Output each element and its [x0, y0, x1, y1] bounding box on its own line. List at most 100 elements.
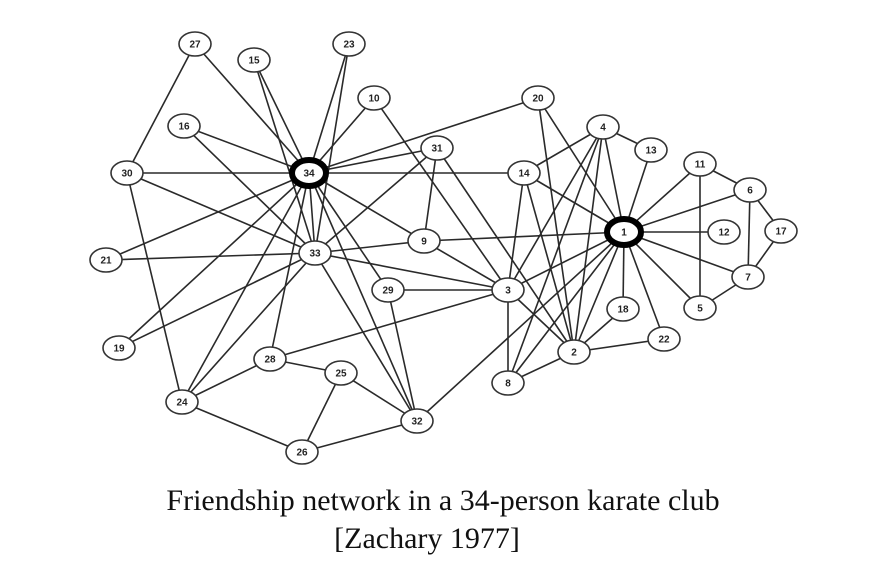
edge-24-26: [181, 401, 303, 453]
edge-2-4: [573, 126, 604, 353]
node-label: 31: [431, 144, 443, 155]
node-label: 6: [747, 186, 753, 197]
edge-9-33: [314, 240, 425, 254]
node-4: 4: [586, 114, 620, 140]
node-3: 3: [491, 277, 525, 303]
edge-3-28: [269, 289, 509, 360]
edge-25-26: [301, 372, 342, 453]
edge-9-34: [308, 172, 425, 242]
node-circle: [167, 113, 201, 139]
node-28: 28: [253, 346, 287, 372]
edge-1-3: [507, 231, 625, 291]
node-circle: [707, 219, 741, 245]
node-circle: [371, 277, 405, 303]
node-circle: [606, 296, 640, 322]
edge-27-34: [194, 43, 310, 174]
node-circle: [507, 160, 541, 186]
edge-15-33: [253, 59, 316, 254]
node-label: 8: [505, 379, 511, 390]
node-label: 14: [518, 169, 530, 180]
node-9: 9: [407, 228, 441, 254]
node-label: 12: [718, 228, 730, 239]
node-circle: [604, 216, 644, 248]
node-circle: [634, 137, 668, 163]
node-1: 1: [604, 216, 644, 248]
node-2: 2: [557, 339, 591, 365]
node-26: 26: [285, 439, 319, 465]
edge-1-6: [623, 189, 751, 233]
edge-1-4: [602, 126, 625, 233]
node-label: 7: [745, 273, 751, 284]
node-15: 15: [237, 47, 271, 73]
node-circle: [178, 31, 212, 57]
edge-24-28: [181, 358, 271, 403]
edge-29-32: [387, 289, 418, 422]
node-13: 13: [634, 137, 668, 163]
edge-31-33: [314, 147, 438, 254]
edge-1-5: [623, 231, 701, 309]
edge-27-30: [126, 43, 196, 174]
node-34: 34: [289, 157, 329, 189]
edge-3-4: [507, 126, 604, 291]
node-label: 28: [264, 355, 276, 366]
edge-2-20: [537, 97, 575, 353]
edge-layer: [105, 43, 782, 453]
node-circle: [557, 339, 591, 365]
node-label: 23: [343, 40, 355, 51]
node-label: 15: [248, 56, 260, 67]
edge-4-8: [507, 126, 604, 384]
node-circle: [332, 31, 366, 57]
node-label: 27: [189, 40, 201, 51]
node-label: 18: [617, 305, 629, 316]
node-label: 25: [335, 369, 347, 380]
edge-6-7: [747, 189, 751, 278]
node-18: 18: [606, 296, 640, 322]
edge-16-34: [183, 125, 310, 174]
edge-21-34: [105, 172, 310, 261]
node-circle: [683, 151, 717, 177]
node-17: 17: [764, 218, 798, 244]
node-23: 23: [332, 31, 366, 57]
node-label: 4: [600, 123, 606, 134]
edge-2-3: [507, 289, 575, 353]
node-6: 6: [733, 177, 767, 203]
edge-26-32: [301, 420, 418, 453]
edge-3-9: [423, 240, 509, 291]
node-16: 16: [167, 113, 201, 139]
node-circle: [165, 389, 199, 415]
edge-20-34: [308, 97, 539, 174]
node-24: 24: [165, 389, 199, 415]
node-label: 17: [775, 227, 787, 238]
node-27: 27: [178, 31, 212, 57]
node-33: 33: [298, 240, 332, 266]
edge-15-34: [253, 59, 310, 174]
edge-2-14: [523, 172, 575, 353]
node-5: 5: [683, 295, 717, 321]
node-label: 29: [382, 286, 394, 297]
edge-1-7: [623, 231, 749, 278]
node-32: 32: [400, 408, 434, 434]
edge-1-14: [523, 172, 625, 233]
node-circle: [420, 135, 454, 161]
node-label: 26: [296, 448, 308, 459]
edge-1-32: [416, 231, 625, 422]
node-22: 22: [647, 326, 681, 352]
node-19: 19: [102, 335, 136, 361]
node-circle: [110, 160, 144, 186]
node-31: 31: [420, 135, 454, 161]
edge-32-34: [308, 172, 418, 422]
node-label: 32: [411, 417, 423, 428]
edge-2-31: [436, 147, 575, 353]
node-circle: [289, 157, 329, 189]
node-label: 1: [621, 228, 627, 239]
edge-21-33: [105, 252, 316, 261]
node-circle: [731, 264, 765, 290]
node-label: 11: [695, 160, 706, 171]
node-circle: [586, 114, 620, 140]
node-label: 3: [505, 286, 511, 297]
edge-1-2: [573, 231, 625, 353]
node-20: 20: [521, 85, 555, 111]
node-circle: [491, 370, 525, 396]
edge-19-34: [118, 172, 310, 349]
edge-30-33: [126, 172, 316, 254]
